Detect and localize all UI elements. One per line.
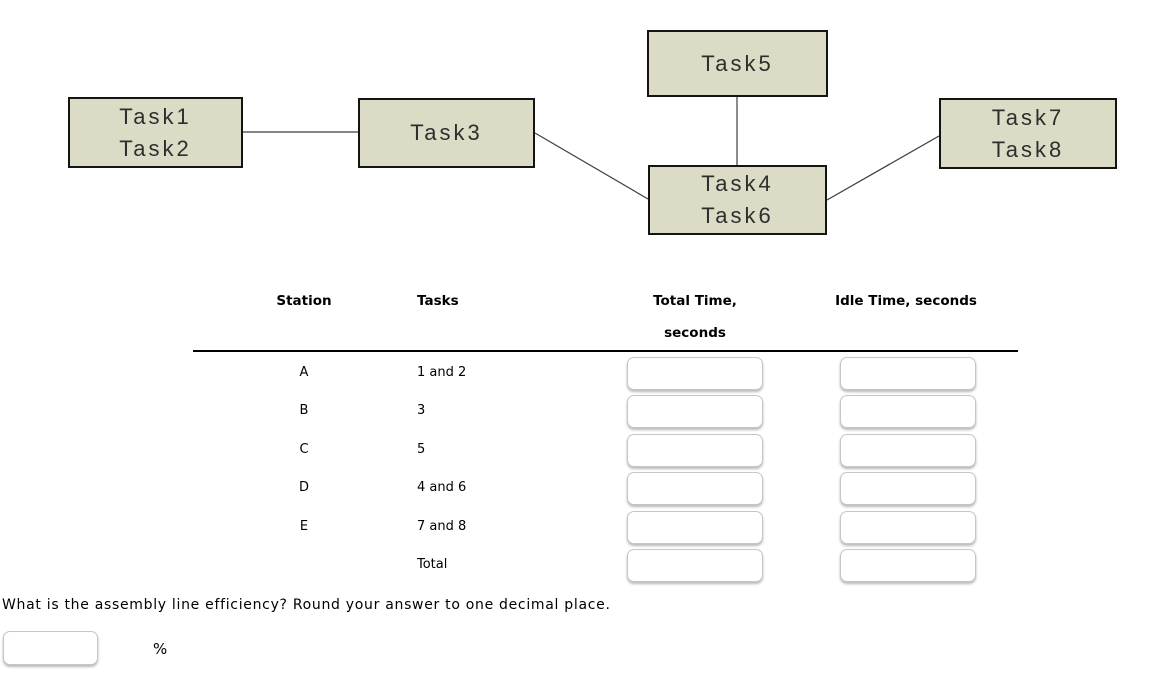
table-row-station-c: C 5 bbox=[193, 433, 1018, 472]
percent-unit-label: % bbox=[153, 640, 168, 658]
idle-time-column-header: Idle Time, seconds bbox=[835, 293, 977, 309]
total-time-input-b[interactable] bbox=[627, 395, 763, 429]
tasks-label: 7 and 8 bbox=[417, 518, 467, 534]
station-a-node: Task1 Task2 bbox=[68, 97, 243, 168]
table-row-station-d: D 4 and 6 bbox=[193, 472, 1018, 510]
station-label: E bbox=[299, 518, 309, 534]
idle-time-input-d[interactable] bbox=[840, 472, 976, 506]
efficiency-answer-input[interactable] bbox=[3, 631, 98, 665]
total-time-input-c[interactable] bbox=[627, 433, 763, 467]
station-d-node: Task4 Task6 bbox=[648, 165, 827, 235]
table-row-station-b: B 3 bbox=[193, 395, 1018, 433]
idle-time-input-c[interactable] bbox=[840, 433, 976, 467]
table-row-station-e: E 7 and 8 bbox=[193, 510, 1018, 549]
task-label: Task7 bbox=[991, 104, 1065, 130]
idle-time-input-e[interactable] bbox=[840, 510, 976, 544]
total-time-input-e[interactable] bbox=[627, 510, 763, 544]
task-label: Task6 bbox=[701, 203, 774, 228]
total-time-input-a[interactable] bbox=[627, 357, 763, 390]
task-label: Task1 bbox=[119, 103, 192, 129]
total-time-column-header: Total Time, seconds bbox=[653, 293, 737, 341]
station-c-node: Task5 bbox=[647, 30, 828, 97]
task-label: Task4 bbox=[701, 171, 774, 196]
tasks-label: 1 and 2 bbox=[417, 365, 467, 380]
station-b-node: Task3 bbox=[358, 98, 535, 168]
connector-line bbox=[534, 132, 649, 200]
total-row-label: Total bbox=[417, 556, 448, 572]
station-label: C bbox=[299, 441, 309, 457]
total-time-input-total[interactable] bbox=[627, 548, 763, 582]
station-label: B bbox=[299, 403, 309, 419]
total-time-input-d[interactable] bbox=[627, 472, 763, 506]
task-label: Task3 bbox=[410, 120, 483, 145]
idle-time-input-a[interactable] bbox=[840, 357, 976, 390]
station-label: D bbox=[298, 480, 309, 496]
station-label: A bbox=[299, 365, 309, 380]
idle-time-input-total[interactable] bbox=[840, 548, 976, 582]
table-row-total: Total bbox=[193, 548, 1018, 587]
table-header-rule bbox=[193, 350, 1018, 352]
table-row-station-a: A 1 and 2 bbox=[193, 357, 1018, 395]
idle-time-input-b[interactable] bbox=[840, 395, 976, 429]
task-label: Task5 bbox=[701, 50, 774, 76]
task-label: Task2 bbox=[119, 135, 192, 161]
table-header: Station Tasks Total Time, seconds Idle T… bbox=[193, 291, 1018, 349]
task-label: Task8 bbox=[991, 136, 1065, 162]
diagram-connector-lines bbox=[243, 97, 940, 201]
connector-line bbox=[826, 135, 940, 201]
station-column-header: Station bbox=[276, 293, 332, 309]
tasks-label: 3 bbox=[417, 403, 426, 419]
station-e-node: Task7 Task8 bbox=[939, 98, 1117, 169]
tasks-column-header: Tasks bbox=[417, 293, 459, 309]
table-body: A 1 and 2 B 3 C 5 D 4 and 6 E 7 and 8 bbox=[193, 357, 1018, 587]
tasks-label: 5 bbox=[417, 441, 426, 457]
tasks-label: 4 and 6 bbox=[417, 480, 467, 496]
question-text: What is the assembly line efficiency? Ro… bbox=[2, 597, 611, 613]
